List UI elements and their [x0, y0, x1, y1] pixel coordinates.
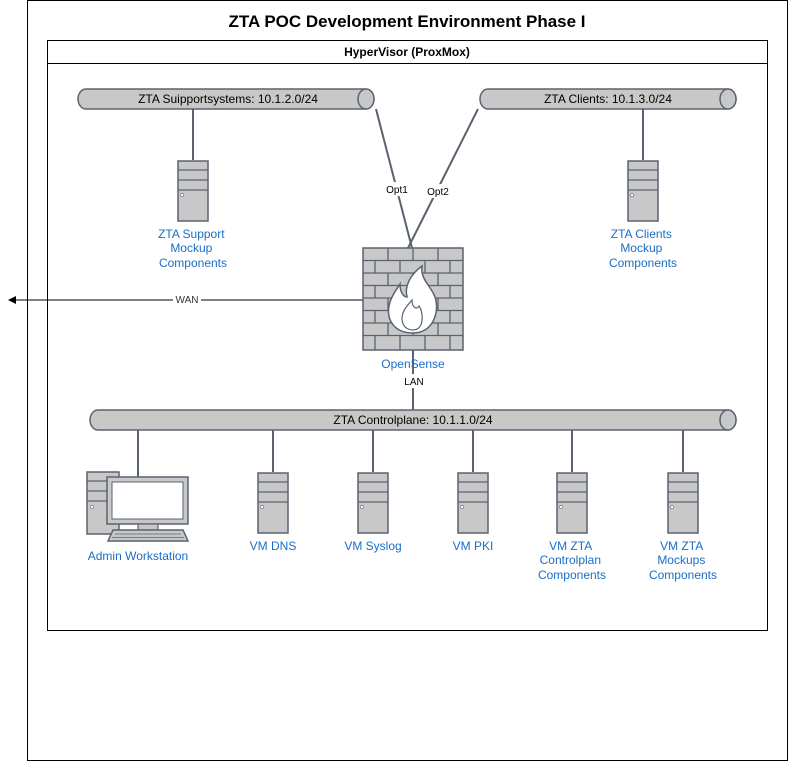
firewall-label: OpenSense — [381, 357, 445, 371]
clients-server-icon — [627, 160, 659, 222]
network-clients-label: ZTA Clients: 10.1.3.0/24 — [544, 92, 672, 106]
opt2-link — [407, 108, 479, 249]
dns-server-label: VM DNS — [250, 539, 297, 553]
lan-label: LAN — [404, 377, 423, 388]
pki-server-icon — [457, 472, 489, 534]
wan-label: WAN — [176, 295, 199, 306]
wan-connection: WAN — [8, 293, 363, 306]
admin-workstation-icon — [86, 471, 190, 542]
network-support: ZTA Suipportsystems: 10.1.2.0/24 — [77, 88, 375, 110]
pki-server-label: VM PKI — [453, 539, 494, 553]
support-server-icon — [177, 160, 209, 222]
mockups-server-label: VM ZTA Mockups Components — [649, 539, 717, 582]
hypervisor-container — [47, 40, 768, 631]
network-controlplane: ZTA Controlplane: 10.1.1.0/24 — [89, 409, 737, 431]
mockups-server-icon — [667, 472, 699, 534]
network-support-label: ZTA Suipportsystems: 10.1.2.0/24 — [138, 92, 318, 106]
diagram-title: ZTA POC Development Environment Phase I — [228, 12, 585, 31]
network-clients: ZTA Clients: 10.1.3.0/24 — [479, 88, 737, 110]
syslog-server-label: VM Syslog — [344, 539, 401, 553]
network-controlplane-label: ZTA Controlplane: 10.1.1.0/24 — [333, 413, 493, 427]
firewall-icon — [362, 247, 464, 351]
controlplan-server-icon — [556, 472, 588, 534]
controlplan-server-label: VM ZTA Controlplan Components — [538, 539, 606, 582]
connections — [137, 108, 684, 478]
opt1-label: Opt1 — [386, 185, 408, 196]
clients-server-label: ZTA Clients Mockup Components — [609, 227, 677, 270]
hypervisor-label: HyperVisor (ProxMox) — [344, 45, 470, 59]
admin-workstation-label: Admin Workstation — [88, 549, 188, 563]
outer-frame — [27, 0, 788, 761]
opt1-link — [375, 108, 413, 249]
dns-server-icon — [257, 472, 289, 534]
opt2-label: Opt2 — [427, 187, 449, 198]
syslog-server-icon — [357, 472, 389, 534]
support-server-label: ZTA Support Mockup Components — [158, 227, 228, 270]
